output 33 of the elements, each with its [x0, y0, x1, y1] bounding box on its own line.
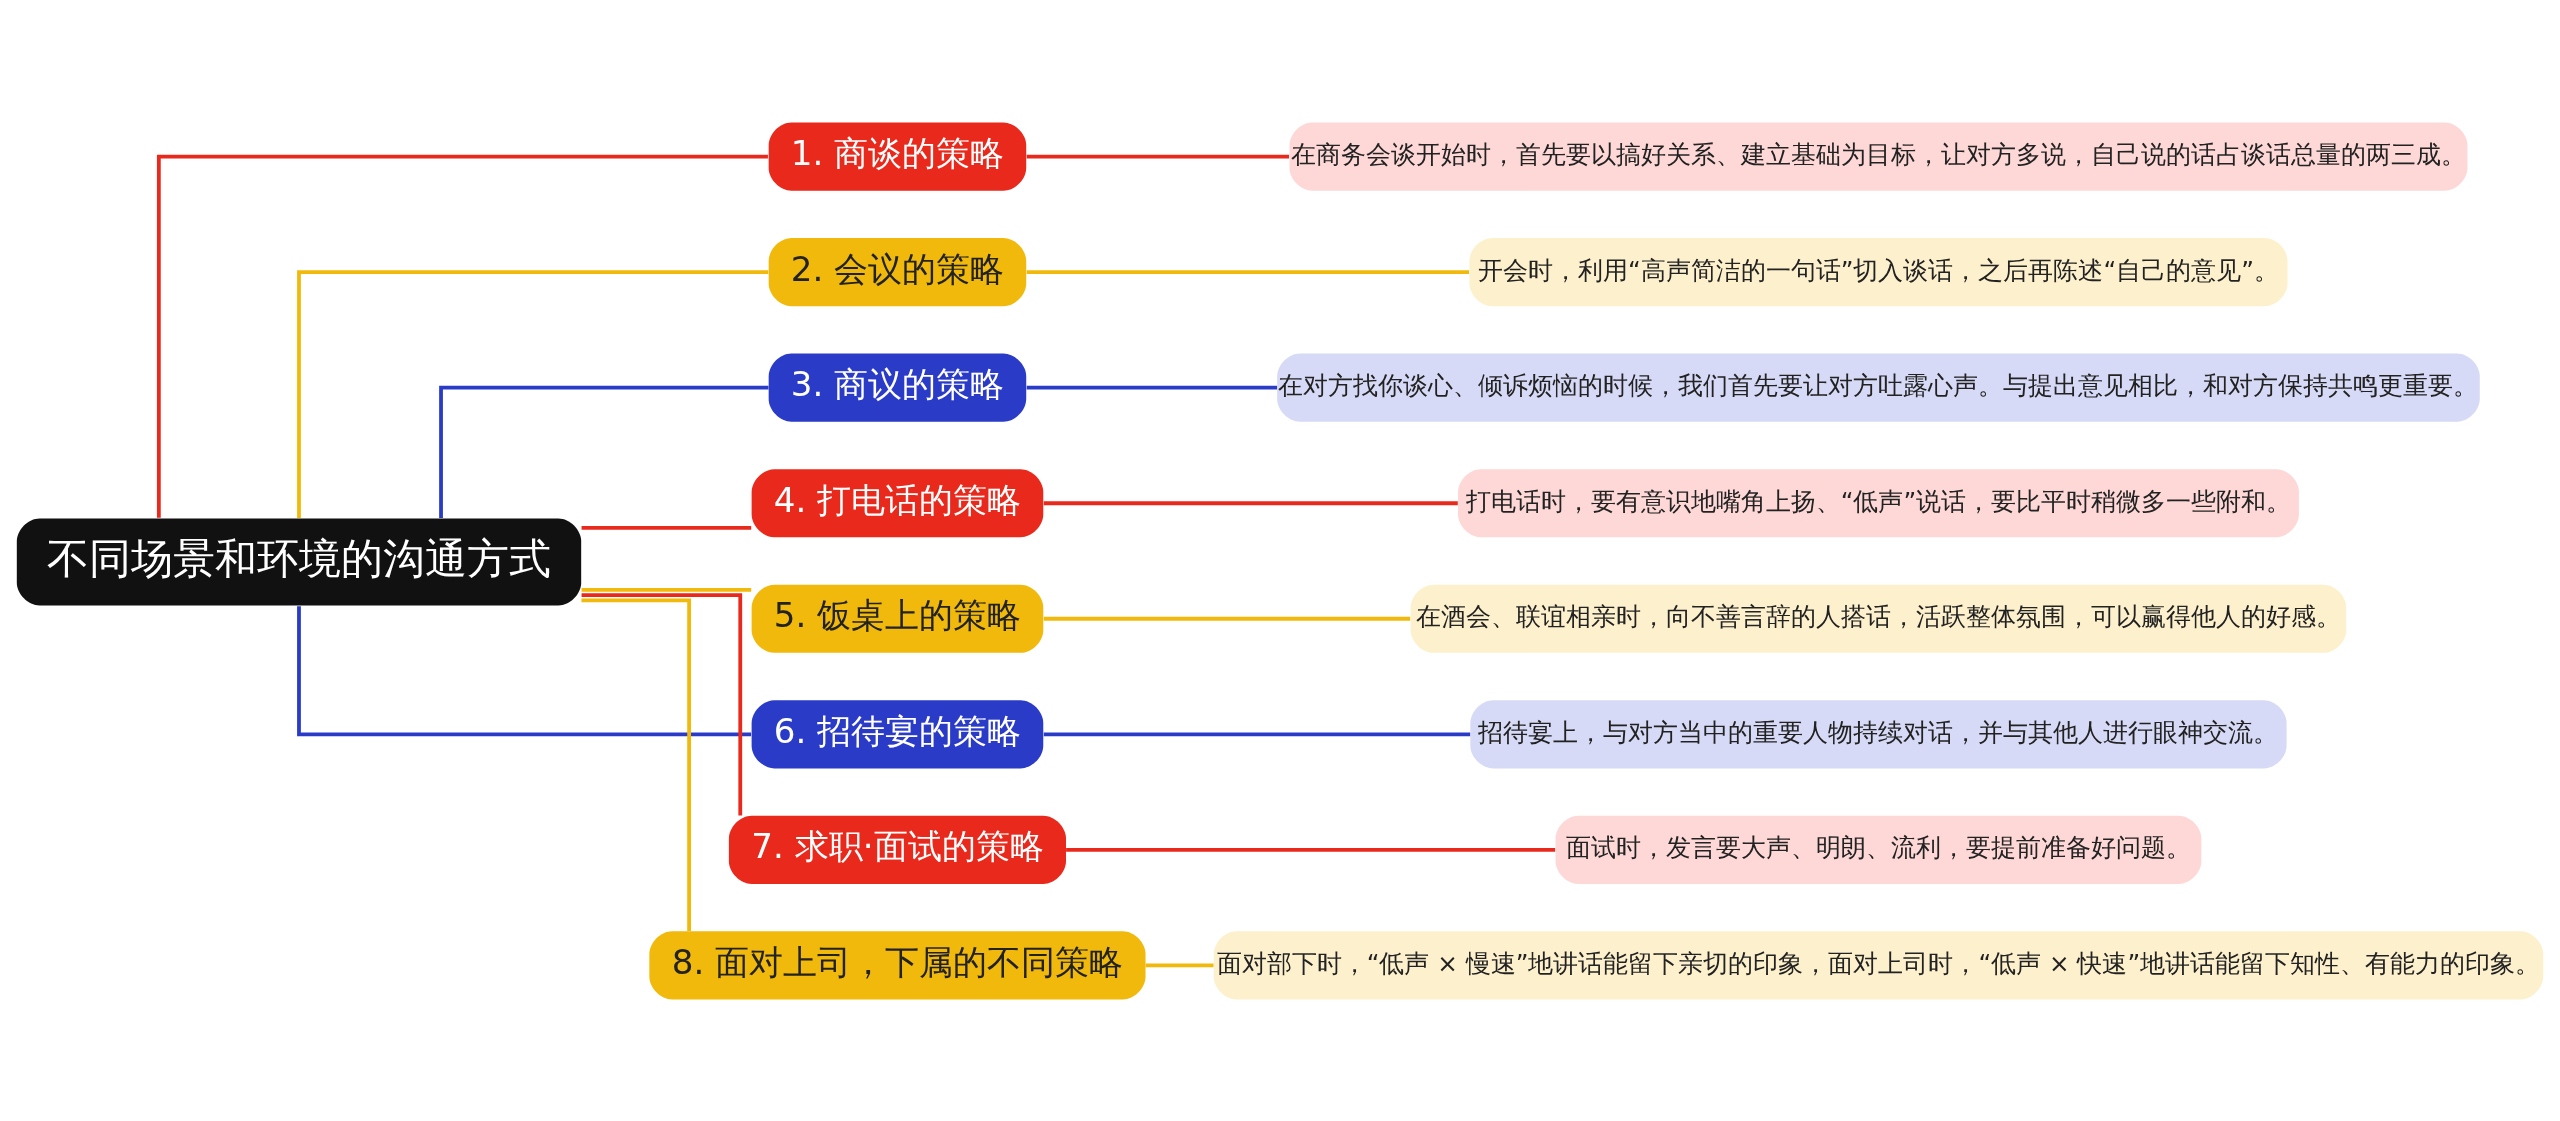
connector: [1043, 500, 1458, 505]
connector: [1145, 962, 1214, 967]
connector: [581, 525, 752, 530]
connector: [297, 269, 769, 518]
node-box: 1. 商谈的策略: [768, 122, 1027, 191]
connector: [581, 587, 752, 592]
connector: [1026, 269, 1469, 274]
connector: [1043, 731, 1471, 736]
connector: [581, 592, 743, 815]
node-box: 打电话时，要有意识地嘴角上扬、“低声”说话，要比平时稍微多一些附和。: [1458, 468, 2299, 537]
node-box: 不同场景和环境的沟通方式: [16, 517, 582, 605]
node-box: 2. 会议的策略: [768, 237, 1027, 306]
node-box: 5. 饭桌上的策略: [751, 584, 1044, 653]
node-box: 在对方找你谈心、倾诉烦恼的时候，我们首先要让对方吐露心声。与提出意见相比，和对方保持共鸣更重要。: [1277, 353, 2480, 422]
node-box: 在商务会谈开始时，首先要以搞好关系、建立基础为目标，让对方多说，自己说的话占谈话总量的两三成。: [1289, 122, 2468, 191]
connector: [1026, 154, 1289, 159]
node-box: 3. 商议的策略: [768, 353, 1027, 422]
connector: [297, 605, 752, 736]
connector: [439, 385, 769, 518]
connector: [156, 154, 768, 518]
node-box: 在酒会、联谊相亲时，向不善言辞的人搭话，活跃整体氛围，可以赢得他人的好感。: [1410, 584, 2347, 653]
node-box: 面试时，发言要大声、明朗、流利，要提前准备好问题。: [1555, 815, 2202, 884]
node-box: 开会时，利用“高声简洁的一句话”切入谈话，之后再陈述“自己的意见”。: [1469, 237, 2288, 306]
node-box: 招待宴上，与对方当中的重要人物持续对话，并与其他人进行眼神交流。: [1470, 699, 2287, 768]
node-box: 6. 招待宴的策略: [751, 699, 1044, 768]
node-box: 8. 面对上司，下属的不同策略: [649, 930, 1146, 999]
connector: [1026, 385, 1278, 390]
connector: [581, 597, 691, 931]
connector: [1066, 847, 1556, 852]
node-box: 面对部下时，“低声 × 慢速”地讲话能留下亲切的印象，面对上司时，“低声 × 快速”地讲话能留下知性、有能力的印象。: [1213, 930, 2544, 999]
node-box: 7. 求职·面试的策略: [728, 815, 1066, 884]
node-box: 4. 打电话的策略: [751, 468, 1044, 537]
connector: [1043, 616, 1411, 621]
